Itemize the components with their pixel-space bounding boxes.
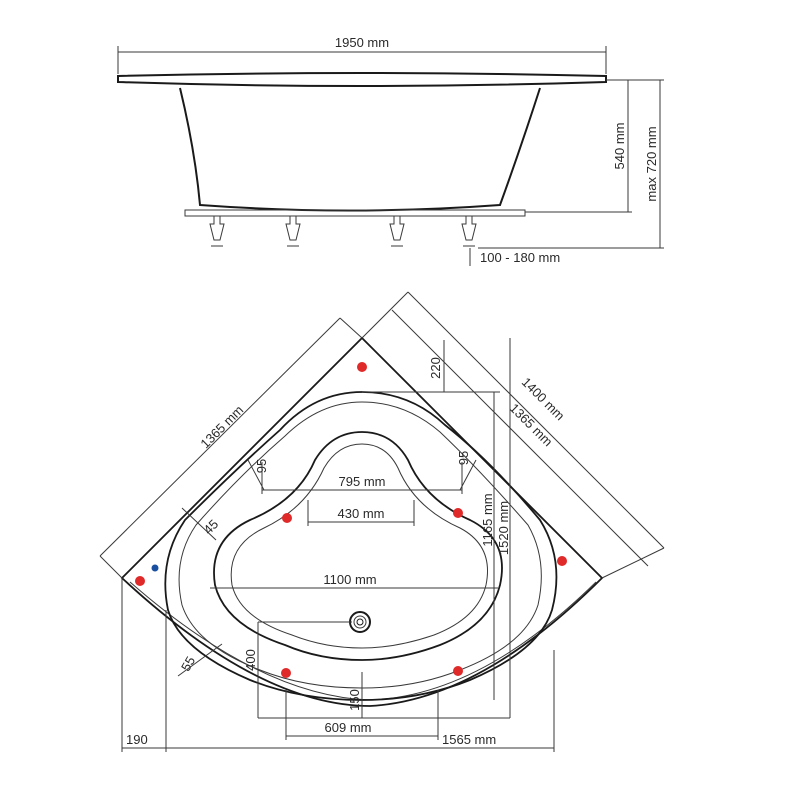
rim-left-label: 45 bbox=[200, 516, 221, 537]
seat-left-dim bbox=[247, 459, 265, 491]
diag-inner-dimension-line bbox=[391, 309, 649, 567]
red-dot-icon bbox=[453, 666, 463, 676]
max-height-label: max 720 mm bbox=[644, 126, 659, 201]
diag-ext-a bbox=[361, 291, 409, 339]
top-view: 1365 mm 1400 mm 1365 mm 220 1165 mm 1520… bbox=[99, 291, 665, 752]
red-dot-icon bbox=[135, 576, 145, 586]
bottom-rim-label: 55 bbox=[178, 654, 198, 674]
rim-left-dim bbox=[181, 507, 217, 541]
side-view: 1950 mm bbox=[117, 35, 664, 266]
depth-400-label: 400 bbox=[243, 649, 258, 671]
bottom-rim-dim bbox=[177, 643, 223, 677]
leg-range-label: 100 - 180 mm bbox=[480, 250, 560, 265]
seat-right-dim bbox=[459, 459, 477, 491]
leg-icon bbox=[209, 215, 225, 247]
jets bbox=[135, 362, 567, 678]
height-1520-label: 1520 mm bbox=[496, 501, 511, 555]
tub-body bbox=[179, 87, 541, 212]
red-dot-icon bbox=[282, 513, 292, 523]
seat-right-label: 95 bbox=[456, 451, 471, 465]
leg-icon bbox=[461, 215, 477, 247]
total-width-label: 1565 mm bbox=[442, 732, 496, 747]
depth-150-label: 150 bbox=[347, 689, 362, 711]
depth-label: 540 mm bbox=[612, 123, 627, 170]
side-left-dimension-line bbox=[99, 317, 341, 557]
red-dot-icon bbox=[557, 556, 567, 566]
width-label: 1950 mm bbox=[335, 35, 389, 50]
width-609-label: 609 mm bbox=[325, 720, 372, 735]
leg-icon bbox=[389, 215, 405, 247]
height-1165-label: 1165 mm bbox=[480, 493, 495, 546]
side-left-ext-b bbox=[339, 317, 363, 339]
red-dot-icon bbox=[453, 508, 463, 518]
tub-rim bbox=[117, 72, 607, 87]
left-offset-label: 190 bbox=[126, 732, 148, 747]
legs bbox=[209, 215, 477, 247]
diag-ext-b bbox=[601, 547, 665, 579]
side-left-label: 1365 mm bbox=[197, 402, 246, 451]
inner-top-label: 795 mm bbox=[339, 474, 386, 489]
red-dot-icon bbox=[357, 362, 367, 372]
top-gap-label: 220 bbox=[428, 357, 443, 379]
base-plate bbox=[184, 209, 526, 217]
leg-icon bbox=[285, 215, 301, 247]
side-left-ext-a bbox=[99, 555, 123, 579]
inner-neck-label: 430 mm bbox=[338, 506, 385, 521]
red-dot-icon bbox=[281, 668, 291, 678]
basin-width-label: 1100 mm bbox=[323, 572, 376, 587]
drain-icon bbox=[349, 611, 371, 633]
tub-outer-outline bbox=[120, 336, 604, 707]
diag-outer-dimension-line bbox=[407, 291, 665, 549]
blue-dot-icon bbox=[151, 564, 159, 572]
